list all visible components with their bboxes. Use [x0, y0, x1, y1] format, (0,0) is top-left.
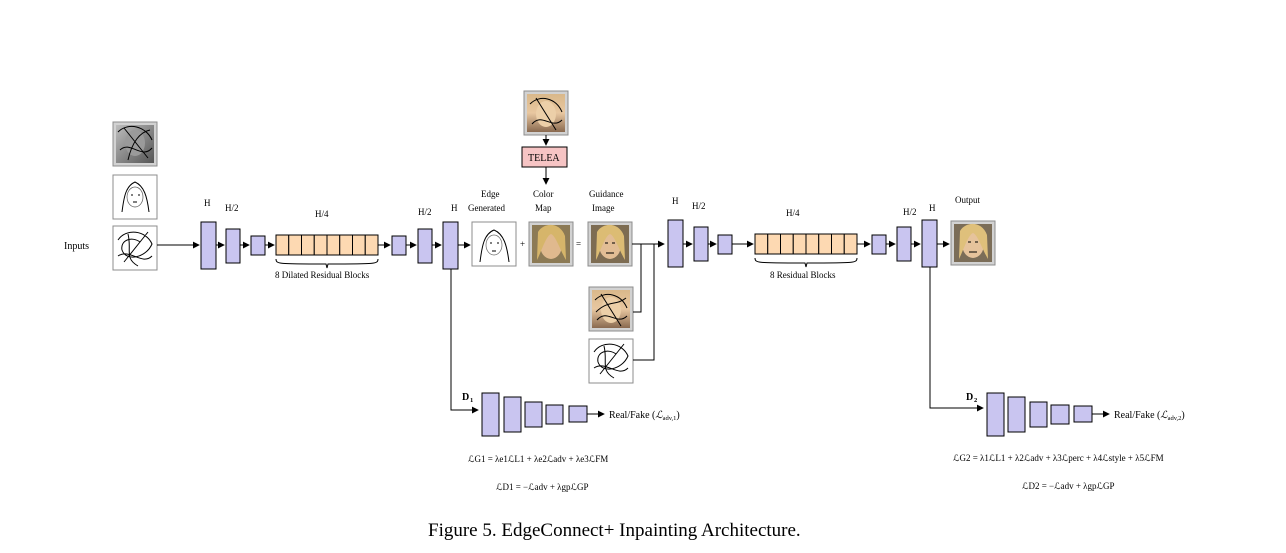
- masked-color-face-icon: [588, 286, 634, 332]
- residual-block-cell: [767, 233, 781, 255]
- conv-block: [545, 404, 564, 425]
- residual-block-cell: [339, 234, 353, 256]
- conv-block: [442, 221, 459, 270]
- d2-sub: 2: [974, 397, 977, 404]
- conv-block: [225, 228, 241, 264]
- conv-block: [1029, 401, 1048, 428]
- residual-block-cell: [843, 233, 858, 255]
- conv-block: [417, 228, 433, 264]
- residual-block-cell: [313, 234, 328, 256]
- conv-block: [503, 396, 522, 433]
- enc1-h-label: H: [204, 198, 211, 208]
- output-face-icon: [950, 220, 996, 266]
- discriminator-1: [481, 392, 588, 437]
- color-map-face-icon: [528, 221, 574, 267]
- enc2-h4-label: H/4: [786, 208, 800, 218]
- conv-block: [1007, 396, 1026, 433]
- generated-edge-map-icon: [471, 221, 517, 267]
- conv-block: [1050, 404, 1070, 425]
- edge-generator: H H/2 H/4 8 Dilated Residual Blocks H/2 …: [200, 198, 471, 280]
- telea-box: [521, 146, 568, 168]
- inputs-label: Inputs: [64, 241, 89, 252]
- residual-block-cell: [275, 234, 290, 256]
- equation-g2: ℒG2 = λ1ℒL1 + λ2ℒadv + λ3ℒperc + λ4ℒstyl…: [953, 453, 1164, 463]
- residual-block-cell: [792, 233, 807, 255]
- telea-label: TELEA: [528, 153, 560, 164]
- residual-block-cell: [805, 233, 820, 255]
- edge-generated-label-1: Edge: [481, 189, 500, 199]
- dilated-residual-blocks: [275, 234, 379, 256]
- enc2-h2-label: H/2: [692, 201, 706, 211]
- guidance-label-2: Image: [592, 203, 615, 213]
- residual-block-cell: [301, 234, 315, 256]
- conv-block: [200, 221, 217, 270]
- d2-output: Real/Fake (ℒadv,2): [1114, 410, 1185, 422]
- conv-block: [391, 235, 407, 256]
- d1-output: Real/Fake (ℒadv,1): [609, 410, 680, 422]
- enc1-hb-label: H: [451, 203, 458, 213]
- residual-block-cell: [364, 234, 379, 256]
- mask-icon: [588, 338, 634, 384]
- residual-blocks: [754, 233, 858, 255]
- residual-block-cell: [831, 233, 845, 255]
- discriminator-2: [986, 392, 1093, 437]
- conv-block: [921, 219, 938, 268]
- equation-g1: ℒG1 = λe1ℒL1 + λe2ℒadv + λe3ℒFM: [468, 454, 608, 464]
- conv-block: [693, 226, 709, 262]
- color-map-label-2: Map: [535, 203, 552, 213]
- conv-block: [871, 234, 887, 255]
- figure-caption: Figure 5. EdgeConnect+ Inpainting Archit…: [428, 520, 801, 541]
- residual-block-cell: [754, 233, 769, 255]
- edge-generated-label-2: Generated: [468, 203, 505, 213]
- enc1-h4-label: H/4: [315, 209, 329, 219]
- residual-block-cell: [288, 234, 302, 256]
- equation-d1: ℒD1 = −ℒadv + λgpℒGP: [496, 482, 589, 492]
- masked-color-face-icon: [523, 90, 569, 136]
- output-label: Output: [955, 195, 981, 205]
- d1-label: D: [462, 392, 469, 403]
- guidance-face-icon: [587, 221, 633, 267]
- inpainting-generator: H H/2 H/4 8 Residual Blocks H/2 H: [667, 196, 950, 280]
- conv-block: [524, 401, 543, 428]
- d1-sub: 1: [470, 397, 473, 404]
- guidance-label-1: Guidance: [589, 189, 623, 199]
- mask-icon: [112, 225, 158, 271]
- enc2-hb-label: H: [929, 203, 936, 213]
- equals-sign: =: [576, 239, 581, 249]
- conv-block: [481, 392, 500, 437]
- residual-block-cell: [780, 233, 794, 255]
- enc2-h-label: H: [672, 196, 679, 206]
- d2-label: D: [966, 392, 973, 403]
- conv-block: [986, 392, 1005, 437]
- conv-block: [667, 219, 684, 268]
- equation-d2: ℒD2 = −ℒadv + λgpℒGP: [1022, 481, 1115, 491]
- residual-block-cell: [818, 233, 832, 255]
- conv-block: [568, 405, 588, 423]
- residual-block-cell: [352, 234, 366, 256]
- dilated-blocks-label: 8 Dilated Residual Blocks: [275, 270, 370, 280]
- face-edge-map-icon: [112, 174, 158, 220]
- residual-blocks-label: 8 Residual Blocks: [770, 270, 836, 280]
- masked-grayscale-face-icon: [112, 121, 158, 167]
- conv-block: [250, 235, 266, 256]
- enc1-h2b-label: H/2: [418, 207, 432, 217]
- plus-sign: +: [520, 239, 525, 249]
- residual-block-cell: [326, 234, 341, 256]
- enc1-h2-label: H/2: [225, 203, 239, 213]
- conv-block: [896, 226, 912, 262]
- enc2-h2b-label: H/2: [903, 207, 917, 217]
- conv-block: [1073, 405, 1093, 423]
- color-map-label-1: Color: [533, 189, 554, 199]
- conv-block: [717, 234, 733, 255]
